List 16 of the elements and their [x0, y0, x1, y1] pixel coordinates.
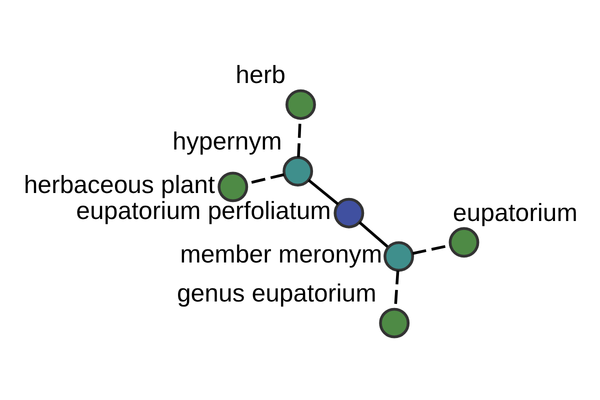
node-circle: [448, 227, 480, 258]
node-circle: [334, 198, 364, 228]
node-label: genus eupatorium: [176, 279, 376, 308]
node-circle: [384, 241, 414, 272]
node-circle: [282, 156, 314, 187]
node-circle: [286, 89, 316, 120]
node-label: hypernym: [172, 128, 282, 156]
connector: [308, 179, 339, 206]
node-label: member meronym: [180, 240, 382, 269]
node-label: eupatorium: [452, 198, 578, 227]
node-circle: [218, 172, 248, 202]
node-label: eupatorium perfoliatum: [76, 197, 331, 226]
connector: [358, 221, 388, 248]
node-circle: [379, 308, 410, 338]
node-label: herbaceous plant: [24, 171, 215, 200]
node-label: herb: [236, 61, 286, 90]
